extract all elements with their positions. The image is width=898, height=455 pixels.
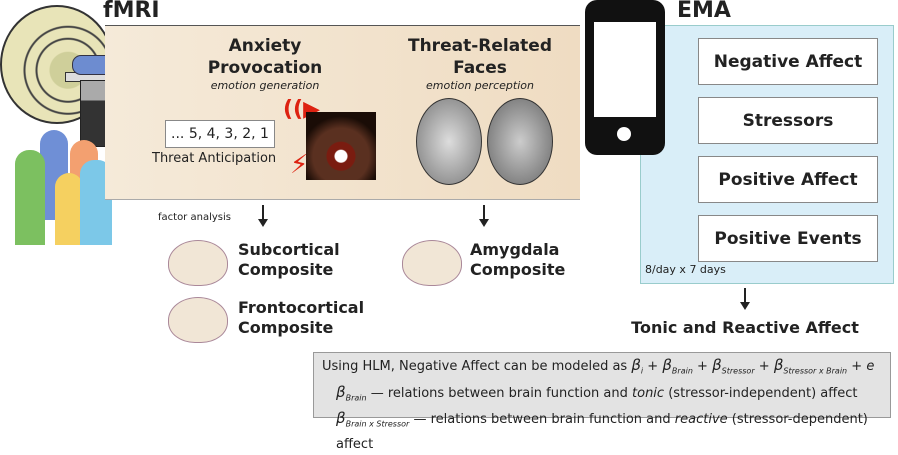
hlm-tonic-definition: βBrain — relations between brain functio… xyxy=(336,382,858,403)
ema-negative-affect: Negative Affect xyxy=(698,38,878,85)
arrow-down-icon xyxy=(258,205,268,227)
arrow-down-icon xyxy=(479,205,489,227)
factor-analysis-label: factor analysis xyxy=(158,212,231,223)
ema-positive-events: Positive Events xyxy=(698,215,878,262)
hlm-reactive-definition: βBrain x Stressor — relations between br… xyxy=(336,409,868,452)
ema-positive-affect: Positive Affect xyxy=(698,156,878,203)
brain-icon xyxy=(168,297,228,343)
tonic-reactive-affect-label: Tonic and Reactive Affect xyxy=(631,318,859,337)
smartphone-icon xyxy=(585,0,665,155)
people-group-icon xyxy=(10,125,115,245)
snarling-dog-image xyxy=(306,112,376,180)
ema-schedule: 8/day x 7 days xyxy=(645,263,726,276)
arrow-down-icon xyxy=(740,288,750,310)
hlm-model-box: Using HLM, Negative Affect can be modele… xyxy=(313,352,891,452)
threat-anticipation-label: Threat Anticipation xyxy=(152,151,277,166)
fmri-label: fMRI xyxy=(103,0,160,23)
emotion-perception-label: emotion perception xyxy=(426,79,534,92)
angry-face-image xyxy=(487,98,553,185)
ema-panel: Negative Affect Stressors Positive Affec… xyxy=(640,25,894,284)
ema-label: EMA xyxy=(677,0,731,23)
brain-icon xyxy=(402,240,462,286)
emotion-generation-label: emotion generation xyxy=(210,79,320,92)
hlm-equation: Using HLM, Negative Affect can be modele… xyxy=(322,356,875,376)
countdown-box: ... 5, 4, 3, 2, 1 xyxy=(165,120,275,148)
lightning-shock-icon: ⚡ xyxy=(290,150,309,180)
fearful-face-image xyxy=(416,98,482,185)
ema-stressors: Stressors xyxy=(698,97,878,144)
brain-icon xyxy=(168,240,228,286)
